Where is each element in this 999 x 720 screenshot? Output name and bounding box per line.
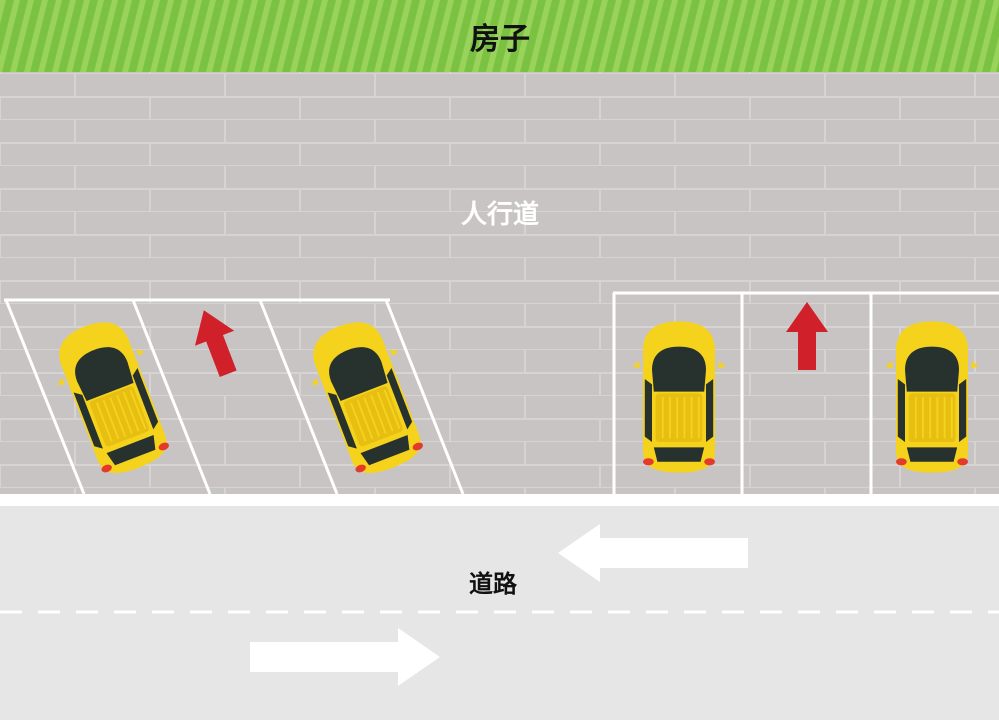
sidewalk-area: [0, 72, 999, 494]
parking-arrow-angled: [194, 310, 237, 377]
angled-space-divider-2: [131, 299, 212, 495]
angled-parking-lines: [4, 298, 465, 495]
angled-space-divider-1: [4, 299, 86, 495]
house-grass-strip: [0, 0, 999, 72]
lane-arrow-right: [250, 628, 440, 686]
angled-space-divider-4: [384, 299, 465, 495]
house-label: 房子: [470, 22, 530, 57]
lane-arrow-left: [558, 524, 748, 582]
perpendicular-parking-lines: [612, 291, 999, 494]
road-label: 道路: [469, 570, 518, 598]
car-perpendicular-space-3: [884, 320, 980, 474]
sidewalk-label: 人行道: [461, 199, 539, 230]
curb-line: [0, 494, 999, 506]
parking-arrow-perpendicular: [786, 302, 828, 370]
angled-space-divider-3: [258, 299, 339, 495]
car-perpendicular-space-1: [631, 320, 727, 474]
